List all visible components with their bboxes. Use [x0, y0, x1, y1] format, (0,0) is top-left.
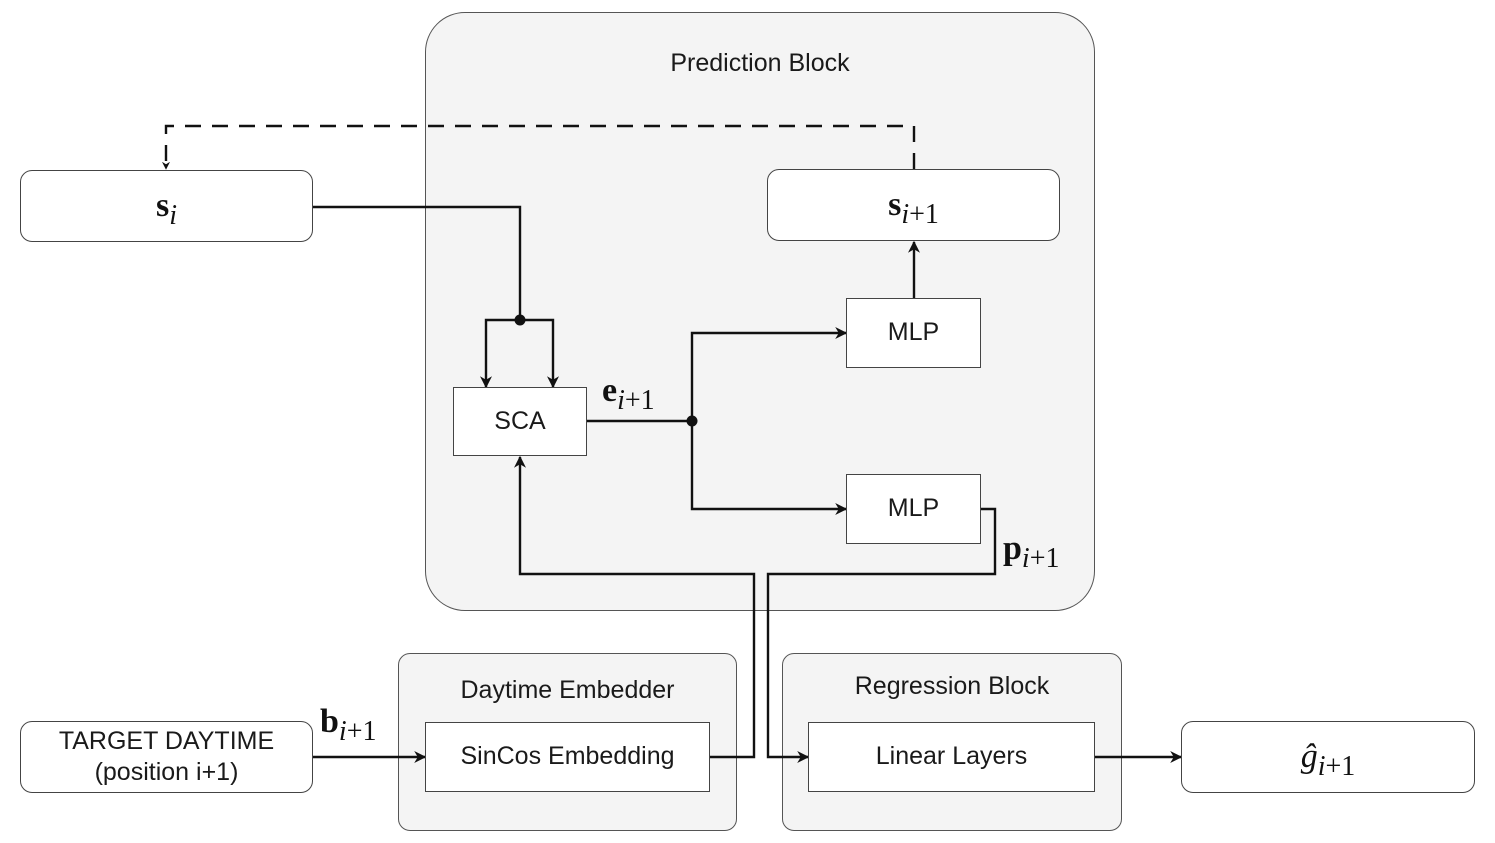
linear-layers-label: Linear Layers	[875, 742, 1028, 771]
edge-label-e-suffix: +1	[624, 385, 655, 416]
target-daytime-node: TARGET DAYTIME (position i+1)	[20, 721, 313, 793]
output-symbol: ĝ	[1300, 737, 1318, 775]
sca-label: SCA	[494, 406, 546, 435]
state-next-node: si+1	[767, 169, 1060, 241]
prediction-block: Prediction Block	[425, 12, 1095, 611]
edge-label-b-symbol: b	[320, 703, 339, 740]
state-next-subscript-suffix: +1	[909, 198, 939, 230]
edge-label-p: pi+1	[1003, 530, 1060, 574]
edge-label-p-subscript: i	[1021, 543, 1030, 574]
edge-label-e-subscript: i	[617, 385, 625, 416]
sincos-embedding-label: SinCos Embedding	[460, 742, 675, 771]
output-subscript-suffix: +1	[1325, 750, 1356, 782]
edge-label-p-symbol: p	[1003, 530, 1022, 567]
edge-label-e-symbol: e	[602, 372, 618, 409]
edge-label-b-subscript: i	[338, 716, 347, 747]
state-current-node: si	[20, 170, 313, 242]
edge-label-b: bi+1	[320, 703, 377, 747]
linear-layers-node: Linear Layers	[808, 722, 1095, 792]
output-subscript: i	[1317, 750, 1326, 782]
edge-label-b-suffix: +1	[346, 716, 377, 747]
regression-block-title: Regression Block	[854, 672, 1050, 700]
target-daytime-line1: TARGET DAYTIME	[58, 726, 275, 755]
sincos-embedding-node: SinCos Embedding	[425, 722, 710, 792]
state-next-subscript: i	[901, 198, 910, 230]
mlp-top-label: MLP	[887, 318, 940, 347]
output-node: ĝi+1	[1181, 721, 1475, 793]
daytime-embedder-title: Daytime Embedder	[460, 676, 675, 704]
edge-label-p-suffix: +1	[1029, 543, 1060, 574]
state-next-symbol: s	[888, 185, 902, 223]
sca-node: SCA	[453, 387, 587, 456]
target-daytime-line2: (position i+1)	[94, 758, 239, 786]
mlp-bottom-label: MLP	[887, 494, 940, 523]
state-current-subscript: i	[169, 199, 177, 231]
mlp-top-node: MLP	[846, 298, 981, 368]
edge-label-e: ei+1	[602, 372, 655, 416]
state-current-symbol: s	[155, 186, 170, 224]
prediction-block-title: Prediction Block	[670, 49, 850, 77]
mlp-bottom-node: MLP	[846, 474, 981, 544]
